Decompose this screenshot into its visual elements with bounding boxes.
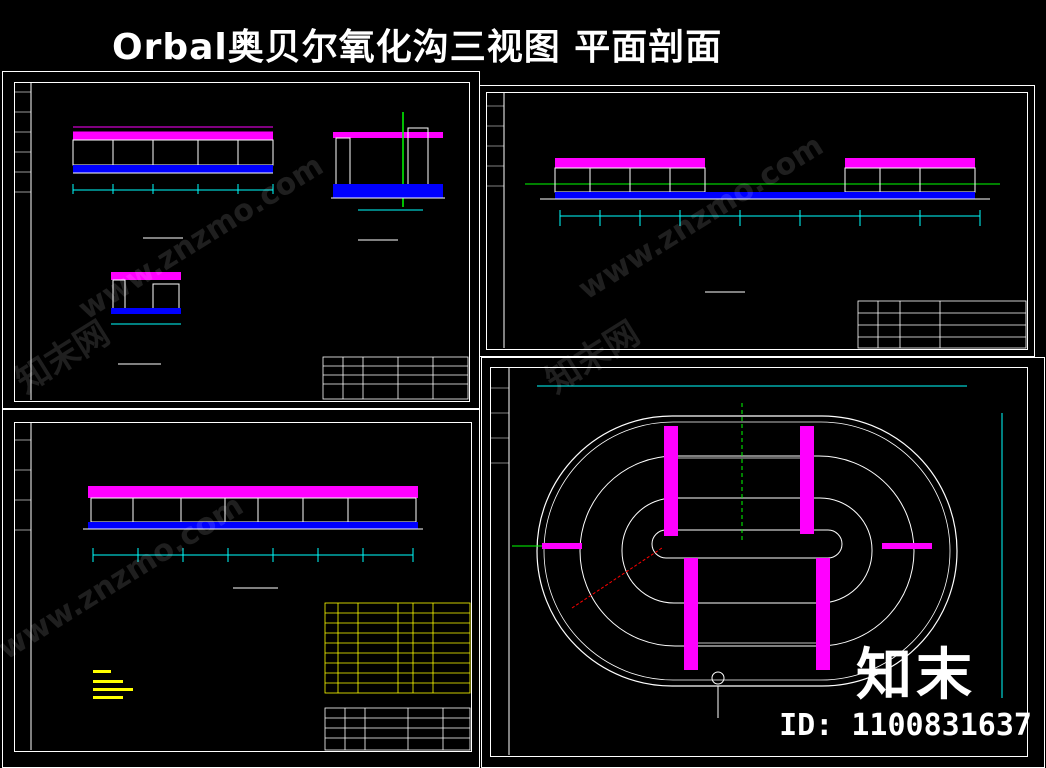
sections-drawing — [15, 83, 469, 400]
drawing-sheet-section-2-2[interactable] — [2, 409, 480, 768]
drawing-sheet-plan-view[interactable] — [481, 357, 1045, 768]
page-title: Orbal奥贝尔氧化沟三视图 平面剖面 — [112, 27, 723, 68]
image-id-label: ID: 1100831637 — [779, 708, 1032, 743]
section-1-1-drawing — [487, 93, 1027, 349]
section-2-2-drawing — [15, 423, 471, 751]
drawing-sheet-sections-3-4-5[interactable] — [2, 71, 480, 409]
sheet-inner-frame — [486, 92, 1028, 350]
sheet-inner-frame — [490, 367, 1028, 757]
brand-logo: 知末 — [856, 643, 976, 708]
plan-view-drawing — [491, 368, 1003, 755]
sheet-inner-frame — [14, 82, 470, 402]
drawing-sheet-section-1-1[interactable] — [479, 85, 1035, 357]
sheet-inner-frame — [14, 422, 472, 752]
